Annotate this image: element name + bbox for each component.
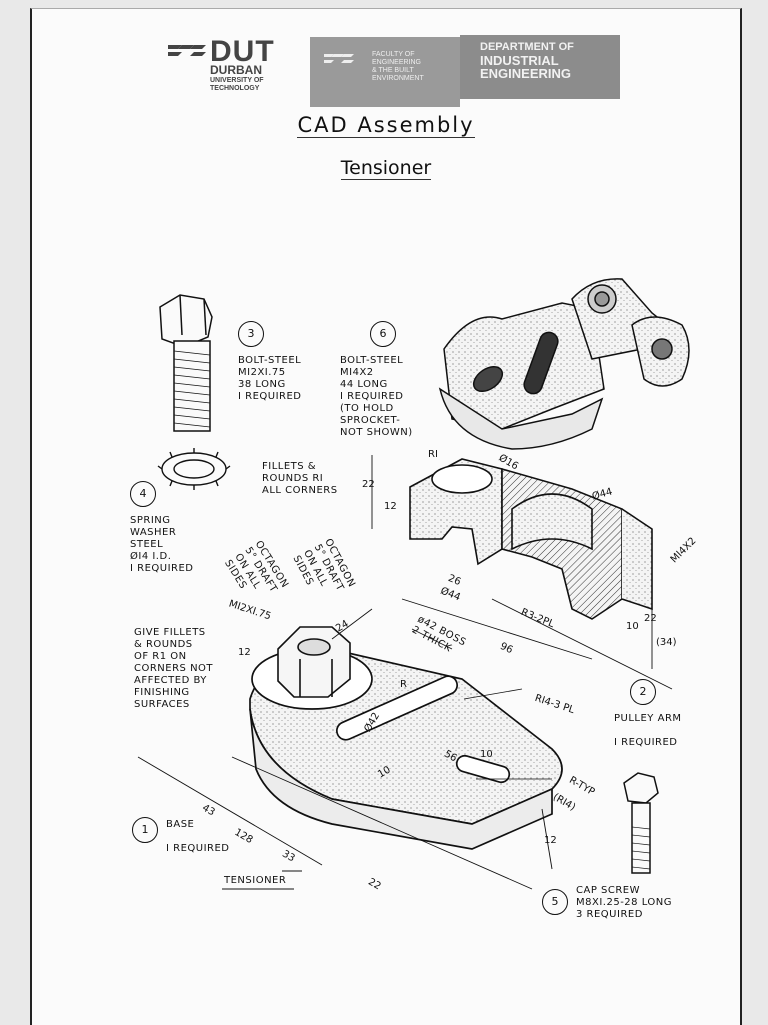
faculty-line: ENGINEERING (372, 59, 422, 66)
logo-line1: UNIVERSITY OF (210, 77, 264, 84)
leader-lines (411, 628, 552, 780)
part-label-5: CAP SCREW M8XI.25-28 LONG 3 REQUIRED (576, 885, 673, 920)
part-label-1: BASE I REQUIRED (166, 819, 230, 854)
department-line: DEPARTMENT OF (480, 41, 574, 53)
spring-washer-drawing (157, 448, 231, 490)
dut-arrows-icon (168, 45, 206, 56)
part-number-4: 4 (130, 481, 156, 507)
part-label-6: BOLT-STEEL MI4X2 44 LONG I REQUIRED (TO … (340, 355, 413, 438)
part-number-6: 6 (370, 321, 396, 347)
drawing-sheet: DUT DURBAN UNIVERSITY OF TECHNOLOGY FACU… (30, 8, 742, 1025)
faculty-arrows-icon (324, 54, 354, 63)
dim-r: R (400, 679, 407, 690)
tensioner-photo-sketch (438, 278, 690, 450)
assembly-drawing (137, 278, 690, 890)
dim-12c: 12 (544, 835, 557, 846)
department-line: ENGINEERING (480, 66, 572, 81)
part-number-1: 1 (132, 817, 158, 843)
logo-city: DURBAN (210, 63, 262, 77)
faculty-line: FACULTY OF (372, 51, 415, 58)
dim-12b: 12 (238, 647, 251, 658)
hex-nut-drawing (277, 626, 351, 698)
dut-logo: DUT DURBAN UNIVERSITY OF TECHNOLOGY (168, 35, 308, 99)
page-subtitle: Tensioner (32, 157, 740, 180)
dim-22: 22 (362, 479, 375, 490)
page-title: CAD Assembly (32, 113, 740, 138)
dim-10c: 10 (480, 749, 493, 760)
faculty-banner: FACULTY OF ENGINEERING & THE BUILT ENVIR… (310, 37, 460, 107)
part-number-2: 2 (630, 679, 656, 705)
part-label-3: BOLT-STEEL MI2XI.75 38 LONG I REQUIRED (238, 355, 302, 402)
faculty-line: ENVIRONMENT (372, 75, 424, 82)
part-label-4: SPRING WASHER STEEL ØI4 I.D. I REQUIRED (130, 515, 194, 574)
page-title-text: CAD Assembly (297, 113, 475, 138)
dim-12: 12 (384, 501, 397, 512)
page-subtitle-text: Tensioner (340, 157, 432, 180)
faculty-line: & THE BUILT (372, 67, 414, 74)
note-fillets: FILLETS & ROUNDS RI ALL CORNERS (262, 461, 338, 496)
dimension-lines (137, 455, 673, 890)
note-give-fillets: GIVE FILLETS & ROUNDS OF R1 ON CORNERS N… (134, 627, 214, 710)
logo-line2: TECHNOLOGY (210, 85, 260, 92)
logo-main: DUT (210, 35, 275, 68)
part-label-2: PULLEY ARM I REQUIRED (614, 713, 682, 748)
drawing-label: TENSIONER (224, 875, 287, 886)
dim-10: 10 (626, 621, 639, 632)
department-line: INDUSTRIAL (480, 53, 559, 68)
bolt-3-drawing (159, 294, 213, 432)
dim-22b: 22 (644, 613, 657, 624)
dim-34: (34) (656, 637, 677, 648)
cap-screw-drawing (623, 772, 659, 874)
part-number-5: 5 (542, 889, 568, 915)
dim-r1: RI (428, 449, 438, 460)
part-number-3: 3 (238, 321, 264, 347)
pulley-arm-drawing (409, 458, 653, 620)
header: DUT DURBAN UNIVERSITY OF TECHNOLOGY FACU… (32, 27, 740, 107)
department-banner: DEPARTMENT OF INDUSTRIAL ENGINEERING (460, 35, 620, 99)
